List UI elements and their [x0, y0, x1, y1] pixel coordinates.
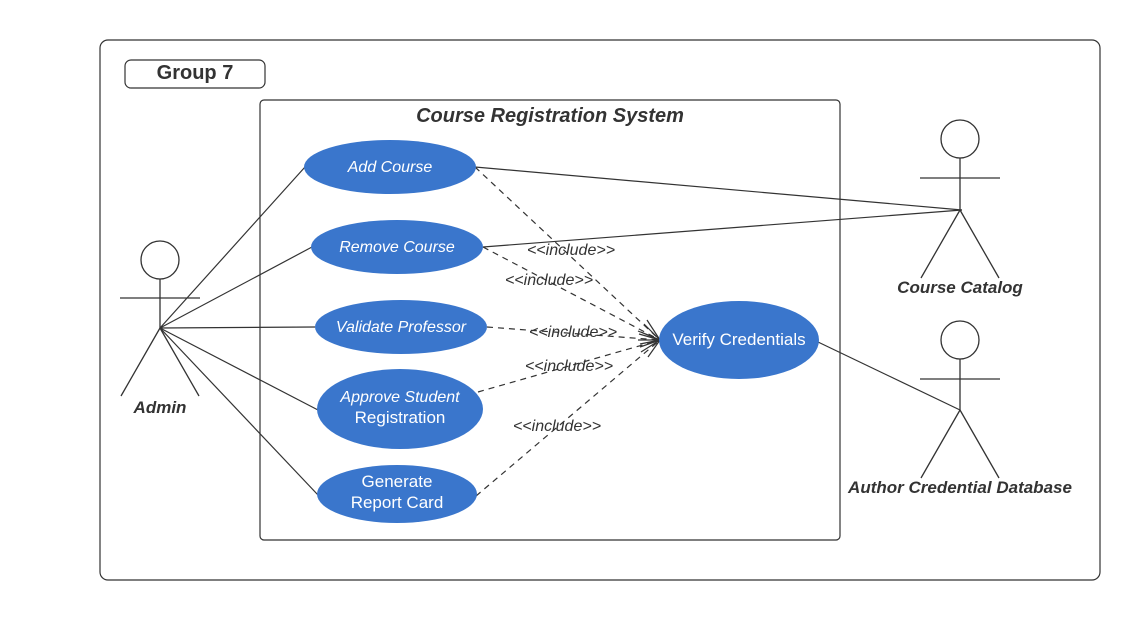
actor-leg-right	[159, 327, 200, 397]
include-relations	[474, 166, 663, 497]
use-case-shape	[311, 220, 483, 274]
include-line-approve	[477, 339, 661, 393]
use-case-label: Validate Professor	[336, 319, 467, 336]
actor-leg-left	[920, 409, 961, 479]
actor-label: Author Credential Database	[847, 478, 1072, 497]
use-case-validate-professor[interactable]: Validate Professor	[315, 300, 487, 354]
include-line-generate	[475, 339, 661, 497]
system-title: Course Registration System	[416, 105, 684, 127]
assoc-admin-generate	[159, 327, 319, 496]
assoc-catalog-remove	[482, 209, 963, 248]
associations	[159, 166, 963, 496]
actor-leg-left	[120, 327, 161, 397]
use-case-shape	[659, 301, 819, 379]
include-line-validate	[486, 326, 661, 341]
actor-leg-left	[920, 209, 961, 279]
use-case-remove-course[interactable]: Remove Course	[311, 220, 483, 274]
assoc-catalog-add	[474, 166, 963, 211]
group-label-box	[124, 59, 266, 89]
actor-course-catalog[interactable]: Course Catalog	[897, 119, 1023, 297]
use-case-approve-student-registration[interactable]: Approve Student Registration	[317, 369, 483, 449]
include-line-remove	[482, 246, 661, 341]
use-case-label: Remove Course	[339, 239, 455, 256]
actor-admin[interactable]: Admin	[120, 240, 200, 417]
use-case-label: Add Course	[347, 159, 433, 176]
assoc-admin-remove	[159, 246, 313, 329]
use-case-verify-credentials[interactable]: Verify Credentials	[659, 301, 819, 379]
actor-head	[940, 119, 980, 159]
include-label: <<include>>	[513, 418, 601, 435]
include-labels: <<include>> <<include>> <<include>> <<in…	[505, 242, 617, 435]
group-label: Group 7	[157, 62, 234, 84]
use-case-shape	[304, 140, 476, 194]
actor-author-credential-database[interactable]: Author Credential Database	[847, 320, 1072, 497]
include-label: <<include>>	[529, 324, 617, 341]
use-case-label: Registration	[355, 408, 446, 427]
system-boundary	[259, 99, 841, 541]
use-case-label: Approve Student	[339, 389, 460, 406]
actor-label: Course Catalog	[897, 278, 1023, 297]
include-label: <<include>>	[527, 242, 615, 259]
assoc-authdb-verify	[817, 341, 961, 411]
use-case-label: Generate	[362, 472, 433, 491]
assoc-admin-add	[159, 166, 306, 329]
actor-head	[940, 320, 980, 360]
include-line-add	[474, 166, 661, 341]
actor-leg-right	[959, 409, 1000, 479]
assoc-admin-approve	[159, 327, 319, 411]
use-case-shape	[315, 300, 487, 354]
use-case-shape	[317, 465, 477, 523]
include-label: <<include>>	[505, 272, 593, 289]
outer-frame	[99, 39, 1101, 581]
use-case-generate-report-card[interactable]: Generate Report Card	[317, 465, 477, 523]
use-case-add-course[interactable]: Add Course	[304, 140, 476, 194]
include-label: <<include>>	[525, 358, 613, 375]
use-case-label: Report Card	[351, 493, 444, 512]
actor-label: Admin	[133, 398, 187, 417]
assoc-admin-validate	[159, 326, 316, 329]
actor-leg-right	[959, 209, 1000, 279]
use-case-label: Verify Credentials	[672, 330, 805, 349]
use-case-shape	[317, 369, 483, 449]
actor-head	[140, 240, 180, 280]
